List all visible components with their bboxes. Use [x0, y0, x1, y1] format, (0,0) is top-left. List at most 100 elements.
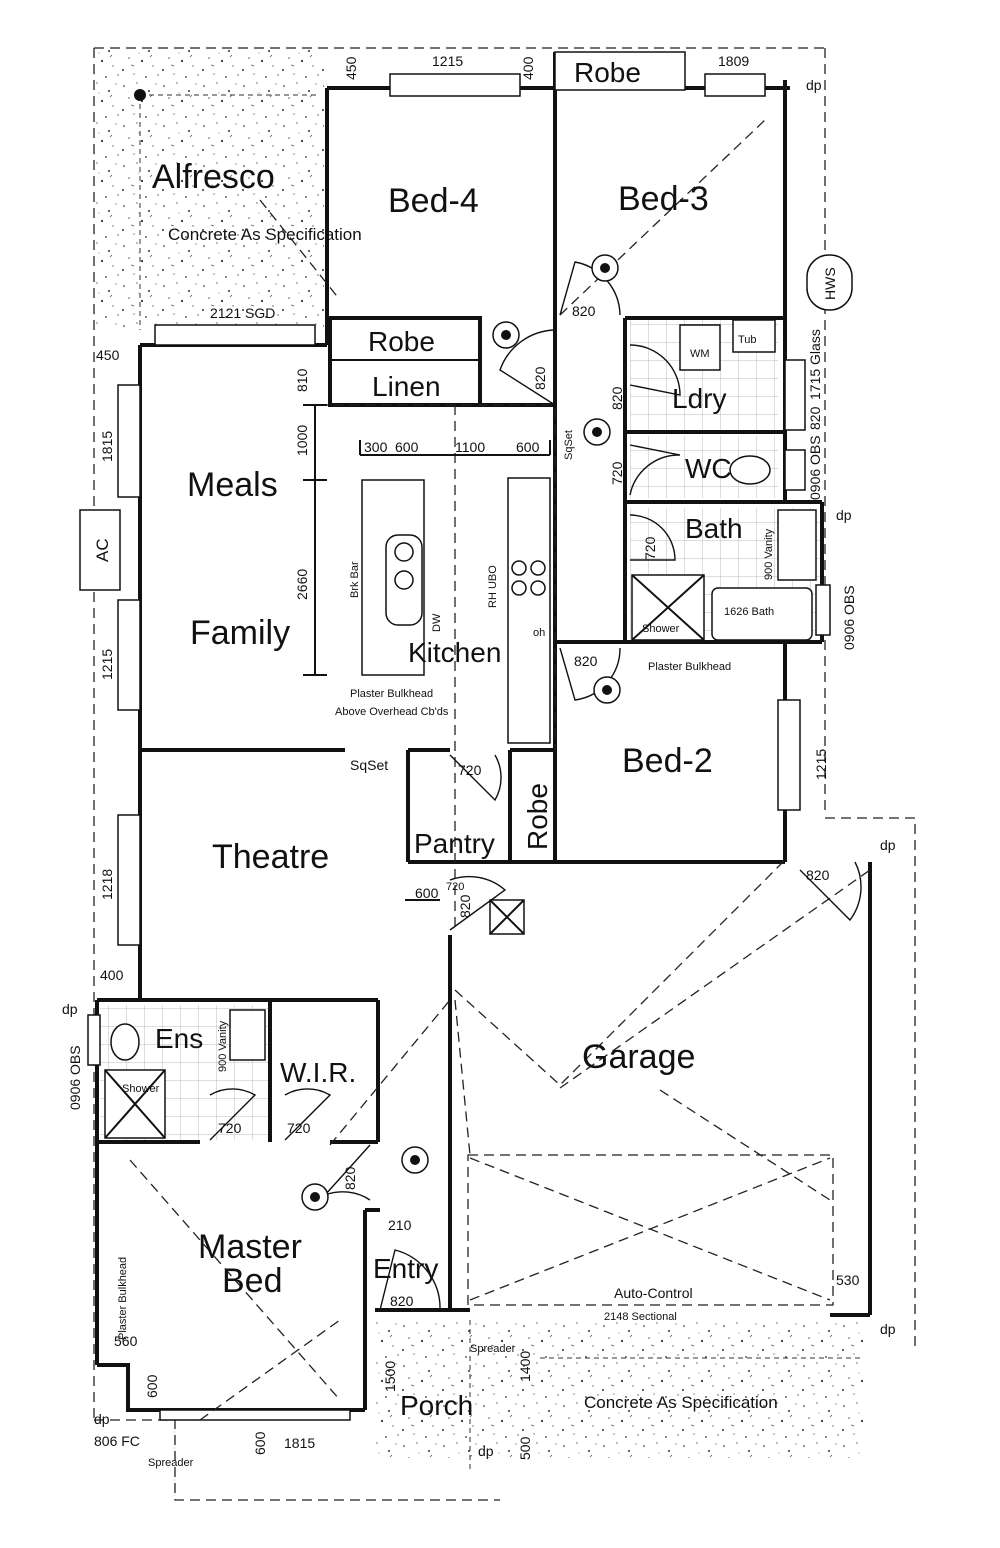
room-garage: Garage — [582, 1038, 695, 1076]
room-entry: Entry — [373, 1253, 438, 1284]
dim: 300 — [364, 439, 388, 455]
dim: 820 — [574, 653, 598, 669]
dim: 720 — [287, 1120, 311, 1136]
label-fc: 806 FC — [94, 1433, 140, 1449]
room-bath: Bath — [685, 513, 743, 544]
label-dp-3: dp — [880, 837, 896, 853]
kitchen-fittings — [360, 454, 551, 744]
dim: 1815 — [284, 1435, 315, 1451]
dim: 1000 — [294, 425, 310, 456]
dim: 600 — [516, 439, 540, 455]
dim: 1809 — [718, 53, 749, 69]
label-wm: WM — [690, 348, 710, 360]
bath-fittings — [79, 254, 853, 1139]
room-alfresco: Alfresco — [152, 158, 275, 196]
dim: 1215 — [99, 649, 115, 680]
bed4-dash — [259, 199, 341, 301]
dim: 400 — [520, 56, 536, 80]
room-porch-concrete: Concrete As Specification — [584, 1393, 778, 1412]
room-robe-bed2: Robe — [522, 783, 553, 850]
dim: 1218 — [99, 869, 115, 900]
dim: 1100 — [455, 439, 485, 455]
dim: 820 — [457, 894, 473, 918]
room-ens: Ens — [155, 1023, 203, 1054]
light-fixtures — [134, 89, 621, 1211]
label-dp-1: dp — [806, 77, 822, 93]
room-bed4: Bed-4 — [388, 182, 479, 220]
label-dw: DW — [431, 613, 443, 632]
label-vanity-ens: 900 Vanity — [217, 1020, 229, 1072]
room-linen: Linen — [372, 371, 441, 402]
garage-markings — [454, 859, 871, 1306]
fixture-labels: AC HWS 2121 SGD Brk Bar DW RH UBO oh SqS… — [62, 77, 896, 1469]
dim: 500 — [517, 1436, 533, 1460]
room-ldry: Ldry — [672, 383, 726, 414]
room-meals: Meals — [187, 466, 278, 504]
label-sectional: 2148 Sectional — [604, 1311, 677, 1323]
dim: 820 — [390, 1293, 414, 1309]
room-wc: WC — [685, 453, 732, 484]
label-bulkhead-bath: Plaster Bulkhead — [648, 661, 731, 673]
dim: 820 — [342, 1166, 358, 1190]
room-theatre: Theatre — [212, 838, 329, 876]
alfresco-dash — [139, 94, 318, 330]
dim: 450 — [343, 56, 359, 80]
label-ac: AC — [93, 538, 112, 562]
label-sqset-mid: SqSet — [350, 757, 388, 773]
label-dp-5: dp — [62, 1001, 78, 1017]
room-robe-bed4: Robe — [368, 326, 435, 357]
dim: 820 — [807, 406, 823, 430]
dim: 600 — [252, 1431, 268, 1455]
room-pantry: Pantry — [414, 828, 495, 859]
dim: 1715 Glass — [807, 329, 823, 400]
dim: 720 — [642, 536, 658, 560]
label-shower: Shower — [642, 623, 680, 635]
label-dp-4: dp — [880, 1321, 896, 1337]
room-master-2: Bed — [222, 1262, 283, 1300]
label-bulkhead-master: Plaster Bulkhead — [117, 1257, 129, 1340]
room-family: Family — [190, 614, 290, 652]
dim: 0906 OBS — [67, 1045, 83, 1110]
dim: 450 — [96, 347, 120, 363]
dim: 720 — [218, 1120, 242, 1136]
label-tub: Tub — [738, 334, 757, 346]
room-kitchen: Kitchen — [408, 637, 501, 668]
label-oh: oh — [533, 627, 545, 639]
room-robe-top: Robe — [574, 57, 641, 88]
dim: 1215 — [432, 53, 463, 69]
room-master-1: Master — [198, 1228, 302, 1266]
room-porch: Porch — [400, 1390, 473, 1421]
dim: 810 — [294, 368, 310, 392]
bulkhead-dash — [318, 404, 556, 930]
dim: 2660 — [294, 569, 310, 600]
dim: 1500 — [382, 1361, 398, 1392]
dimension-lines — [303, 404, 551, 901]
label-dp-6: dp — [94, 1411, 110, 1427]
label-sqset-top: SqSet — [563, 430, 575, 460]
room-bed3: Bed-3 — [618, 180, 709, 218]
dim: 1815 — [99, 431, 115, 462]
dim: 0906 OBS — [807, 435, 823, 500]
label-auto-control: Auto-Control — [614, 1285, 693, 1301]
dim: 0906 OBS — [841, 585, 857, 650]
dim: 400 — [100, 967, 124, 983]
dim: 820 — [572, 303, 596, 319]
dim: 1215 — [813, 749, 829, 780]
boundary-line — [93, 47, 916, 1501]
dim: 600 — [395, 439, 419, 455]
dim: 820 — [532, 366, 548, 390]
label-bulkhead-kitchen-2: Above Overhead Cb'ds — [335, 706, 449, 718]
label-hws: HWS — [822, 267, 838, 300]
dim: 600 — [415, 885, 439, 901]
room-alfresco-note: Concrete As Specification — [168, 225, 362, 244]
dim: 820 — [806, 867, 830, 883]
label-brk-bar: Brk Bar — [349, 561, 361, 598]
label-dp-7: dp — [478, 1443, 494, 1459]
label-vanity: 900 Vanity — [763, 528, 775, 580]
dim: 720 — [609, 461, 625, 485]
dim: 820 — [609, 386, 625, 410]
porch-slab — [375, 1318, 865, 1458]
label-shower-ens: Shower — [122, 1083, 160, 1095]
